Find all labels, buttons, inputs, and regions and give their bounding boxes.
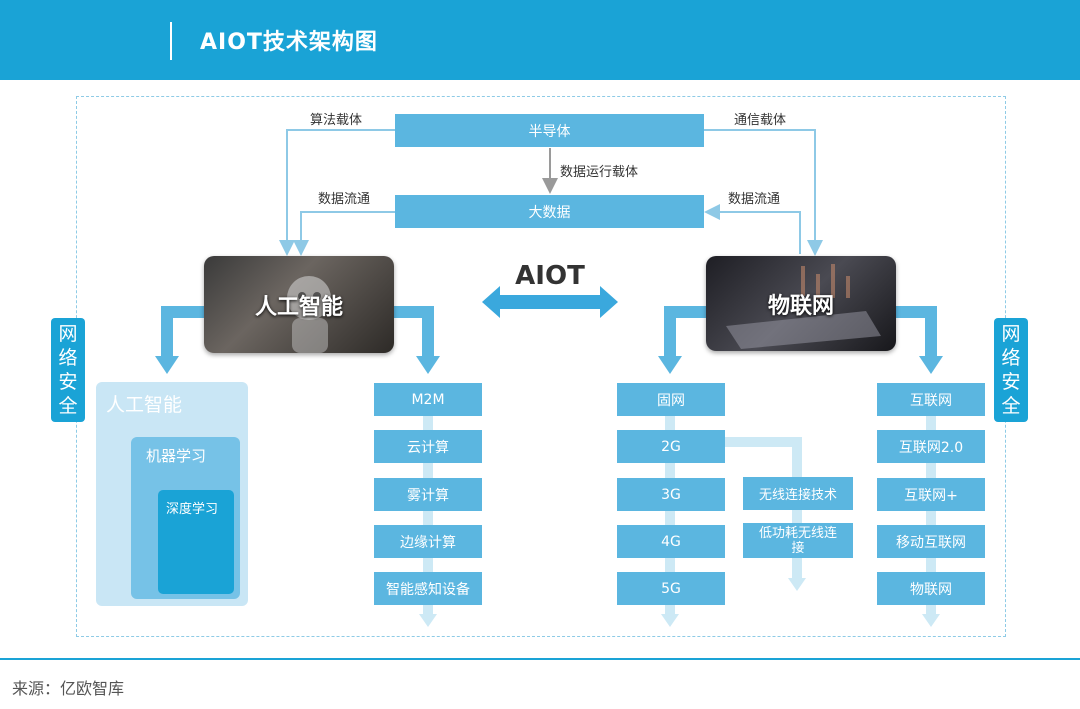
- nested-dl-inner: 深度学习: [158, 490, 234, 594]
- network-column-end-arrow: [661, 614, 679, 627]
- network-column-item: 5G: [617, 572, 725, 605]
- internet-column-item: 物联网: [877, 572, 985, 605]
- network-column-item: 固网: [617, 383, 725, 416]
- iot-right-branch: [896, 306, 937, 358]
- iot-hub-title: 物联网: [767, 293, 834, 319]
- ai-left-branch: [161, 306, 204, 358]
- ai-right-branch-arrowhead: [416, 356, 440, 374]
- semiconductor-box: 半导体: [395, 114, 704, 147]
- ai-hub: 人工智能: [204, 256, 394, 353]
- iot-right-branch-arrowhead: [919, 356, 943, 374]
- comm-carrier-connector: [704, 129, 823, 256]
- wireless-branch-end-arrow: [788, 578, 806, 591]
- data-run-carrier-label: 数据运行载体: [560, 165, 639, 180]
- nested-ml-label: 机器学习: [146, 447, 207, 465]
- ai-left-branch-arrowhead: [155, 356, 179, 374]
- data-flow-left-connector: [293, 211, 395, 256]
- internet-column-item: 互联网: [877, 383, 985, 416]
- network-column-item: 4G: [617, 525, 725, 558]
- ai-right-branch: [394, 306, 434, 358]
- header-divider: [170, 22, 172, 60]
- low-power-wireless-box: 低功耗无线连接: [743, 523, 853, 558]
- data-flow-right-connector: [704, 204, 801, 254]
- bigdata-box: 大数据: [395, 195, 704, 228]
- ai-column-end-arrow: [419, 614, 437, 627]
- page-title: AIOT技术架构图: [200, 30, 378, 55]
- algo-carrier-connector: [279, 129, 395, 256]
- ai-column-item: 云计算: [374, 430, 482, 463]
- ai-column-item: 雾计算: [374, 478, 482, 511]
- algo-carrier-label: 算法载体: [310, 113, 363, 128]
- header-bar: AIOT技术架构图: [0, 0, 1080, 80]
- internet-column-item: 互联网2.0: [877, 430, 985, 463]
- aiot-label: AIOT: [515, 261, 585, 291]
- robot-illustration: [287, 276, 331, 353]
- security-right-badge: 网络安全: [994, 318, 1028, 422]
- nested-dl-label: 深度学习: [166, 502, 219, 517]
- iot-hub: 物联网: [706, 256, 896, 351]
- comm-carrier-label: 通信载体: [734, 113, 787, 128]
- ai-column-item: 智能感知设备: [374, 572, 482, 605]
- ai-column-item: M2M: [374, 383, 482, 416]
- aiot-double-arrow: [482, 286, 618, 318]
- internet-column-item: 互联网+: [877, 478, 985, 511]
- iot-left-branch-arrowhead: [658, 356, 682, 374]
- smartphone-illustration: [726, 264, 881, 349]
- internet-column-item: 移动互联网: [877, 525, 985, 558]
- nested-ai-outer-label: 人工智能: [106, 394, 183, 416]
- source-note: 来源：亿欧智库: [12, 679, 125, 698]
- wireless-branch: [724, 437, 802, 580]
- wireless-tech-box: 无线连接技术: [743, 477, 853, 510]
- network-column-item: 2G: [617, 430, 725, 463]
- data-flow-right-label: 数据流通: [728, 192, 781, 207]
- internet-column-end-arrow: [922, 614, 940, 627]
- footer-divider: [0, 658, 1080, 660]
- ai-column-item: 边缘计算: [374, 525, 482, 558]
- iot-left-branch: [664, 306, 706, 358]
- network-column-item: 3G: [617, 478, 725, 511]
- ai-hub-title: 人工智能: [254, 294, 343, 320]
- data-flow-left-label: 数据流通: [318, 192, 371, 207]
- security-left-badge: 网络安全: [51, 318, 85, 422]
